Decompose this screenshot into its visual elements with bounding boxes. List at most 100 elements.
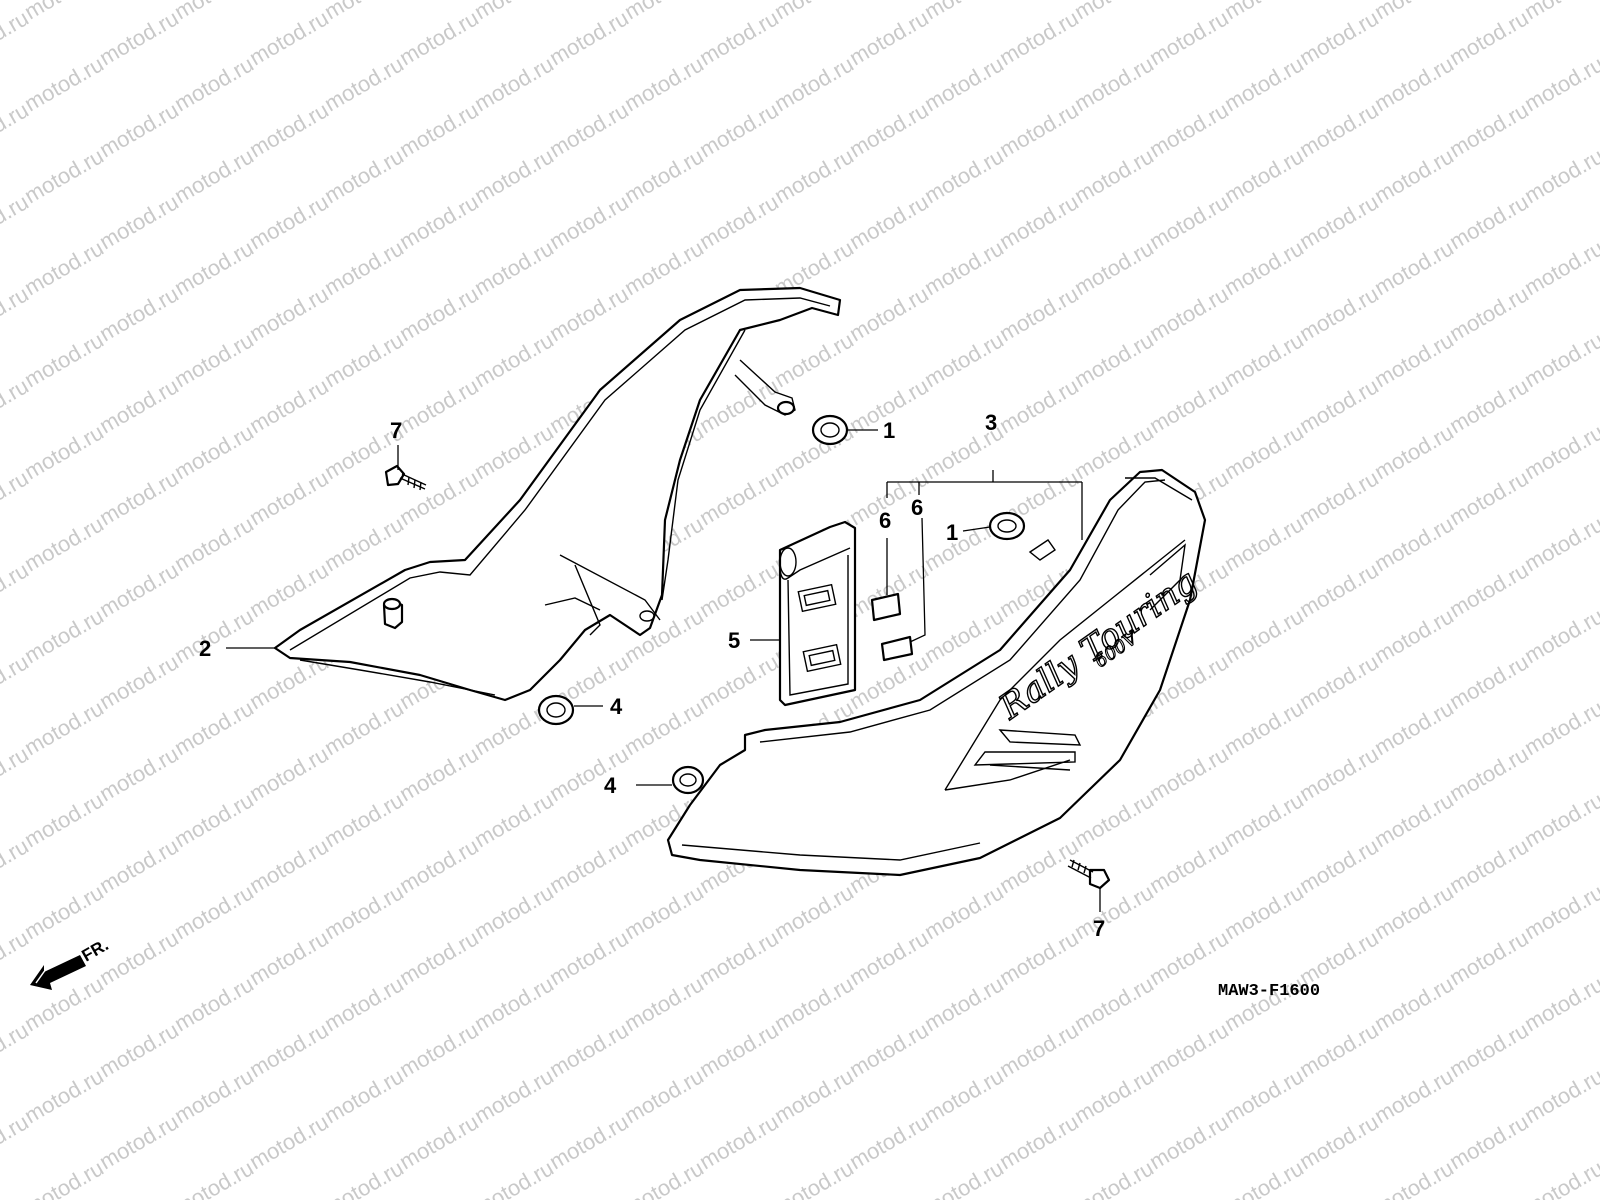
watermark-text: motod.ru: [1145, 373, 1233, 438]
watermark-text: motod.ru: [1445, 649, 1533, 714]
watermark-text: motod.ru: [1070, 143, 1158, 208]
watermark-text: motod.ru: [920, 1063, 1008, 1128]
watermark-text: motod.ru: [470, 879, 558, 944]
watermark-text: motod.ru: [170, 0, 258, 24]
watermark-text: motod.ru: [845, 189, 933, 254]
watermark-text: motod.ru: [95, 5, 183, 70]
watermark-text: motod.ru: [1370, 695, 1458, 760]
watermark-text: motod.ru: [245, 5, 333, 70]
watermark-text: motod.ru: [320, 1155, 408, 1200]
watermark-text: motod.ru: [1295, 1017, 1383, 1082]
watermark-text: motod.ru: [620, 971, 708, 1036]
watermark-text: motod.ru: [995, 281, 1083, 346]
watermark-text: motod.ru: [1220, 1063, 1308, 1128]
watermark-text: motod.ru: [1220, 695, 1308, 760]
watermark-text: motod.ru: [1145, 1109, 1233, 1174]
watermark-text: motod.ru: [20, 0, 108, 24]
watermark-text: motod.ru: [170, 879, 258, 944]
watermark-text: motod.ru: [1220, 419, 1308, 484]
watermark-text: motod.ru: [1295, 465, 1383, 530]
leader-lines: [226, 429, 1101, 912]
watermark-text: motod.ru: [620, 1063, 708, 1128]
watermark-text: motod.ru: [95, 189, 183, 254]
watermark-text: motod.ru: [995, 97, 1083, 162]
watermark-text: motod.ru: [1520, 971, 1600, 1036]
callout-3: 3: [985, 410, 997, 435]
watermark-text: motod.ru: [1070, 327, 1158, 392]
watermark-text: motod.ru: [770, 879, 858, 944]
watermark-text: motod.ru: [770, 0, 858, 24]
watermark-text: motod.ru: [620, 143, 708, 208]
watermark-text: motod.ru: [320, 0, 408, 24]
watermark-text: motod.ru: [1070, 1063, 1158, 1128]
watermark-text: motod.ru: [470, 143, 558, 208]
watermark-text: motod.ru: [1445, 741, 1533, 806]
watermark-text: motod.ru: [770, 143, 858, 208]
watermark-text: motod.ru: [320, 235, 408, 300]
watermark-text: motod.ru: [995, 1017, 1083, 1082]
watermark-text: motod.ru: [95, 1017, 183, 1082]
watermark-text: motod.ru: [1370, 1155, 1458, 1200]
watermark-text: motod.ru: [1445, 925, 1533, 990]
watermark-text: motod.ru: [695, 97, 783, 162]
watermark-text: motod.ru: [20, 1155, 108, 1200]
watermark-text: motod.ru: [545, 925, 633, 990]
watermark-text: motod.ru: [770, 971, 858, 1036]
watermark-text: motod.ru: [20, 511, 108, 576]
watermark-text: motod.ru: [245, 465, 333, 530]
watermark-text: motod.ru: [20, 787, 108, 852]
watermark-text: motod.ru: [1370, 1063, 1458, 1128]
watermark-text: motod.ru: [695, 1109, 783, 1174]
watermark-text: motod.ru: [545, 833, 633, 898]
watermark-text: motod.ru: [545, 741, 633, 806]
watermark-text: motod.ru: [170, 971, 258, 1036]
watermark-text: motod.ru: [1520, 603, 1600, 668]
watermark-text: motod.ru: [1145, 833, 1233, 898]
callout-7-bottom: 7: [1093, 916, 1105, 941]
watermark-text: motod.ru: [620, 879, 708, 944]
watermark-text: motod.ru: [995, 189, 1083, 254]
watermark-text: motod.ru: [170, 787, 258, 852]
watermark-text: motod.ru: [1220, 879, 1308, 944]
watermark-text: motod.ru: [920, 0, 1008, 24]
watermark-text: motod.ru: [1370, 51, 1458, 116]
watermark-text: motod.ru: [1520, 787, 1600, 852]
callout-7-top: 7: [390, 418, 402, 443]
watermark-text: motod.ru: [545, 189, 633, 254]
watermark-text: motod.ru: [920, 1155, 1008, 1200]
watermark-text: motod.ru: [1295, 925, 1383, 990]
watermark-text: motod.ru: [1145, 741, 1233, 806]
watermark-text: motod.ru: [770, 1155, 858, 1200]
watermark-text: motod.ru: [1145, 925, 1233, 990]
watermark-text: motod.ru: [1370, 971, 1458, 1036]
callout-1-right: 1: [946, 520, 958, 545]
watermark-text: motod.ru: [470, 51, 558, 116]
callout-5: 5: [728, 628, 740, 653]
watermark-text: motod.ru: [95, 373, 183, 438]
watermark-text: motod.ru: [1520, 511, 1600, 576]
watermark-text: motod.ru: [920, 327, 1008, 392]
callout-labels: 7 1 3 6 6 1 2 5 4 4 7: [199, 410, 1105, 941]
watermark-text: motod.ru: [320, 971, 408, 1036]
callout-6-left: 6: [879, 508, 891, 533]
watermark-text: motod.ru: [245, 1017, 333, 1082]
watermark-text: motod.ru: [320, 51, 408, 116]
watermark-text: motod.ru: [1070, 51, 1158, 116]
watermark-text: motod.ru: [1220, 327, 1308, 392]
watermark-text: motod.ru: [1370, 143, 1458, 208]
watermark-text: motod.ru: [1295, 741, 1383, 806]
left-side-cover: [273, 286, 842, 702]
diagram-code: MAW3-F1600: [1218, 982, 1320, 1001]
watermark-text: motod.ru: [170, 695, 258, 760]
watermark-text: motod.ru: [320, 511, 408, 576]
watermark-text: motod.ru: [245, 833, 333, 898]
watermark-text: motod.ru: [470, 327, 558, 392]
watermark-text: motod.ru: [1445, 833, 1533, 898]
watermark-text: motod.ru: [1295, 189, 1383, 254]
watermark-text: motod.ru: [95, 281, 183, 346]
watermark-text: motod.ru: [20, 235, 108, 300]
watermark-text: motod.ru: [1220, 143, 1308, 208]
watermark-text: motod.ru: [1370, 511, 1458, 576]
watermark-text: motod.ru: [1220, 603, 1308, 668]
watermark-text: motod.ru: [170, 603, 258, 668]
